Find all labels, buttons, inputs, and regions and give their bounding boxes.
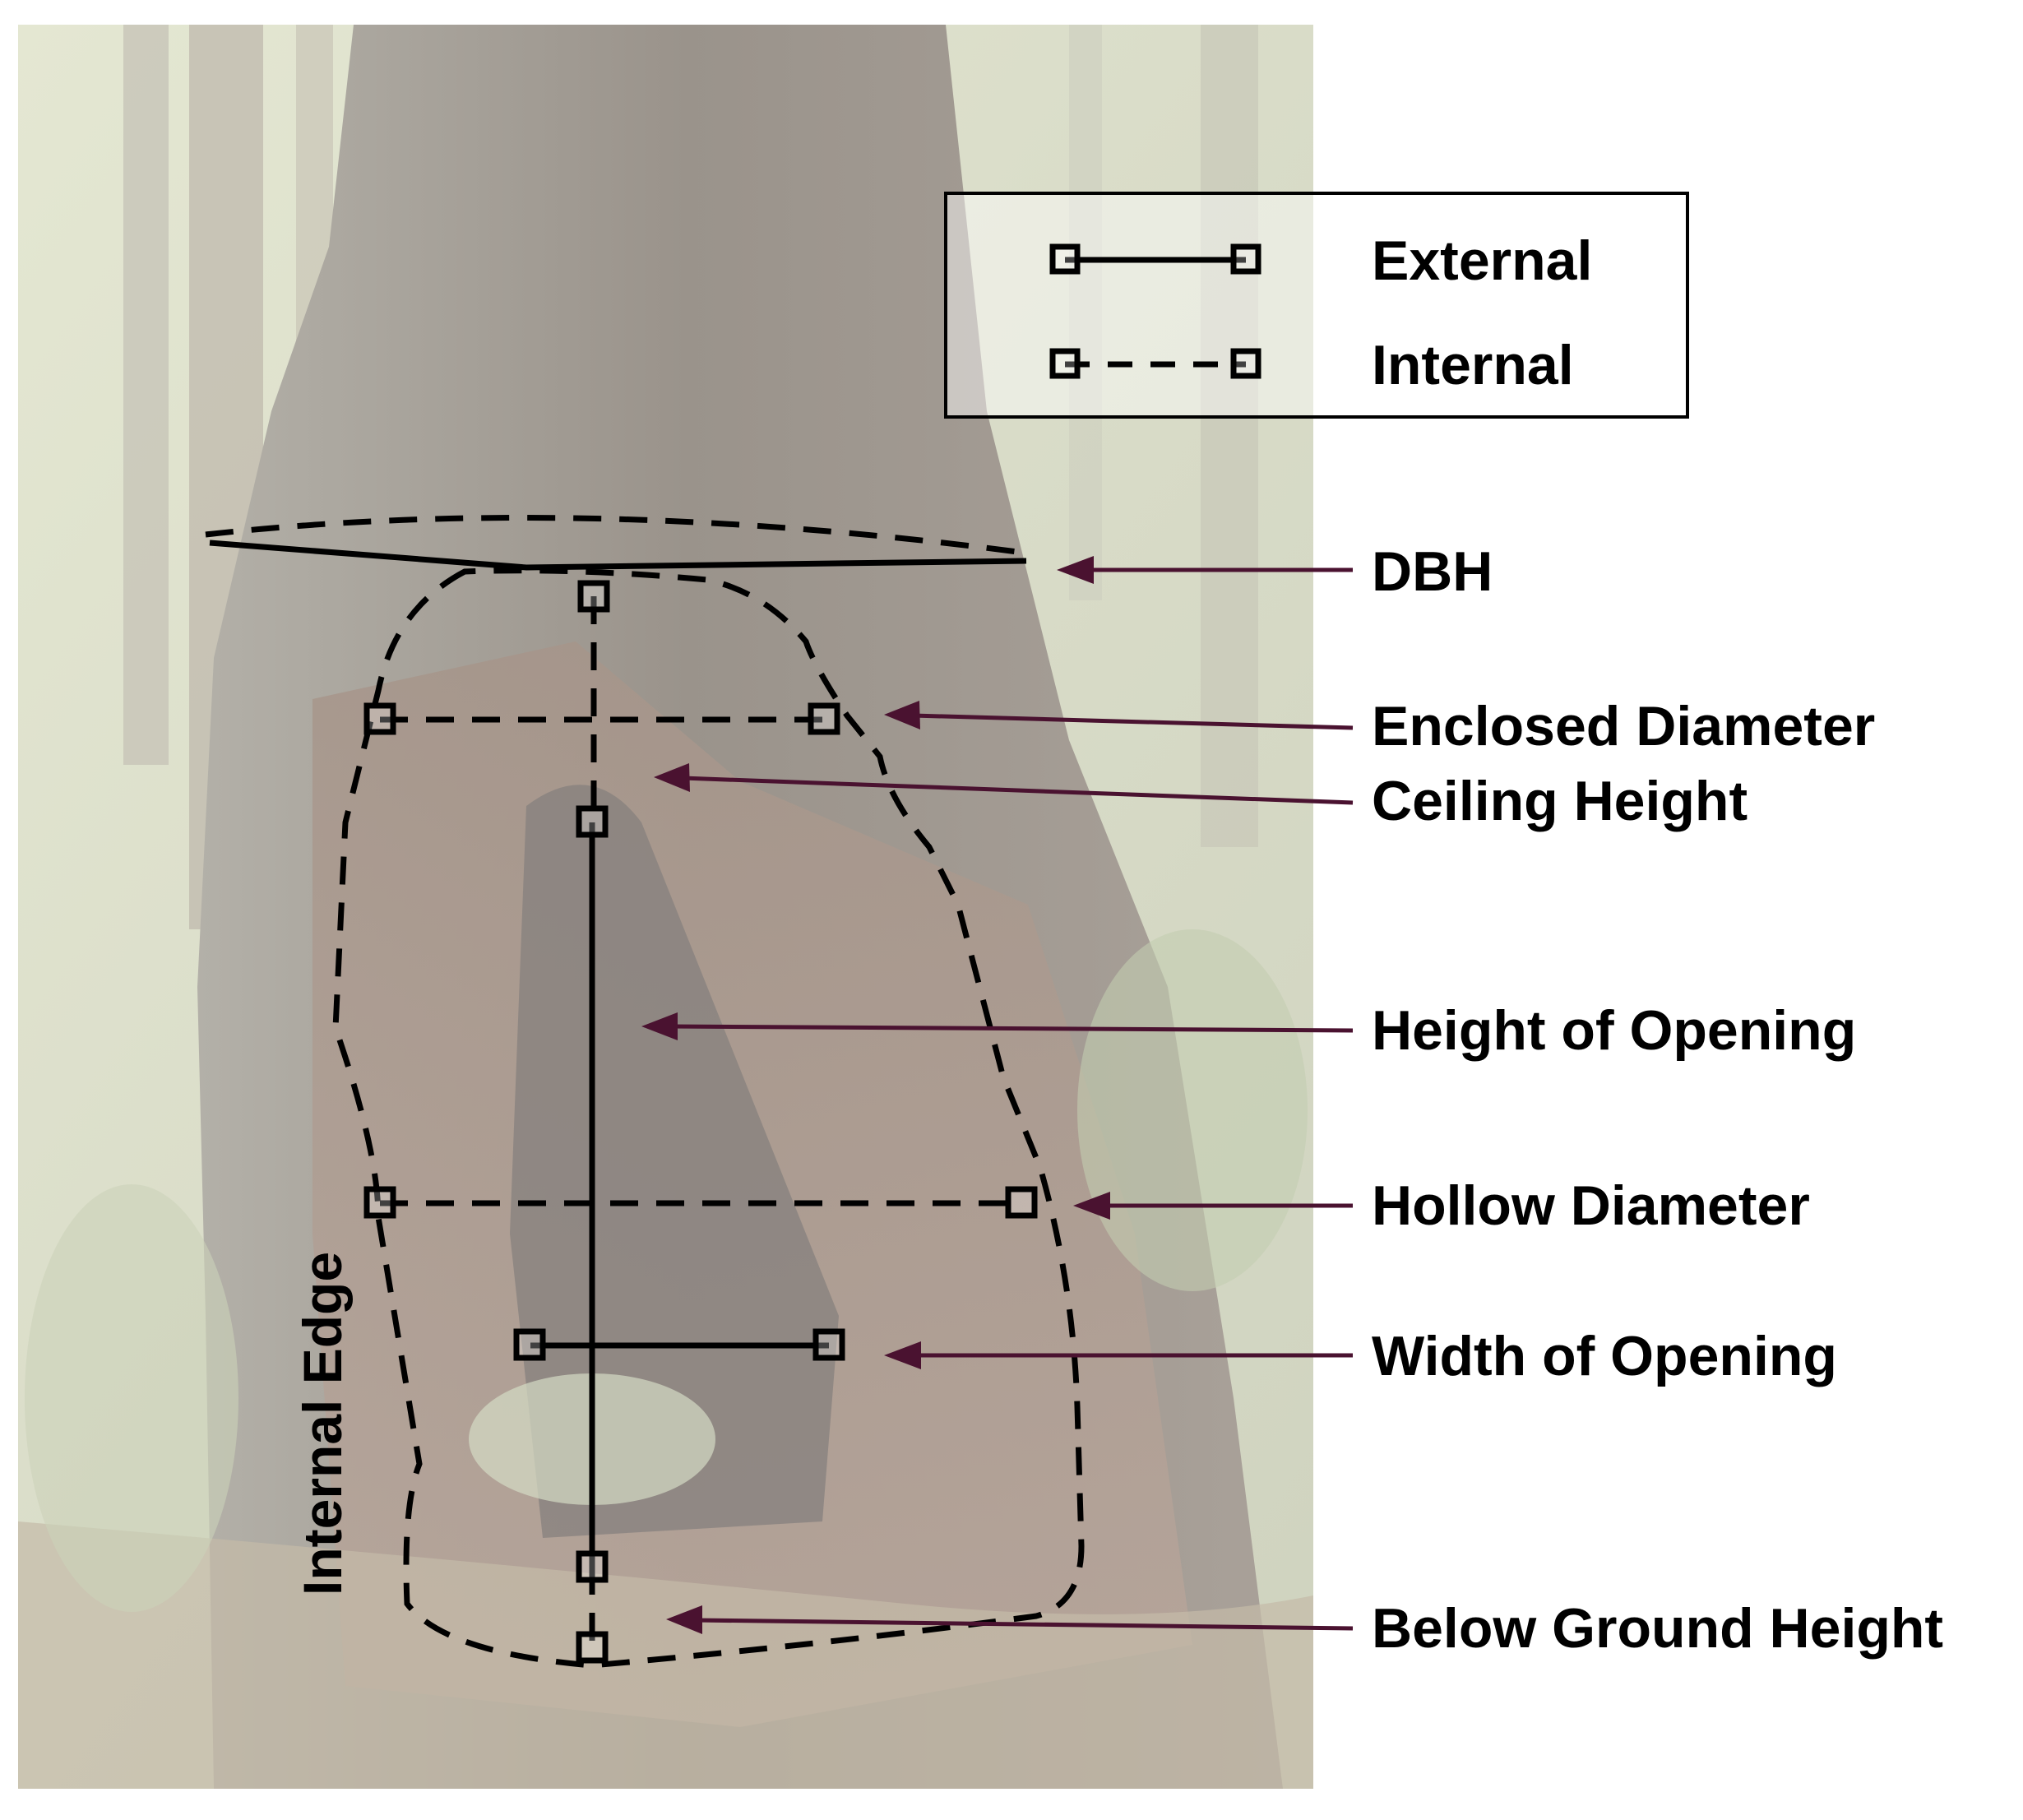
width-of-opening-arrow xyxy=(884,1341,1353,1369)
marker xyxy=(363,1186,396,1219)
height-of-opening-arrow xyxy=(641,1012,1354,1040)
marker xyxy=(576,1550,609,1583)
callout-arrows xyxy=(641,556,1354,1634)
ceiling-height-arrow xyxy=(654,763,1354,805)
marker xyxy=(808,702,840,735)
below-ground-height-arrow xyxy=(666,1605,1354,1634)
legend-external-label: External xyxy=(1372,229,1592,292)
enclosed-diameter-label: Enclosed Diameter xyxy=(1372,695,1875,757)
dbh-internal-line xyxy=(205,515,1025,556)
marker xyxy=(1005,1186,1038,1219)
marker xyxy=(577,580,610,613)
hollow-diameter-label: Hollow Diameter xyxy=(1372,1174,1810,1237)
below-ground-height-label: Below Ground Height xyxy=(1372,1597,1943,1660)
legend: External Internal xyxy=(944,192,1689,419)
dbh-external-line xyxy=(209,540,1027,571)
height-of-opening-label: Height of Opening xyxy=(1372,999,1856,1062)
endpoint-markers xyxy=(363,580,1038,1664)
internal-edge-outline xyxy=(332,567,1085,1669)
hollow-diameter-arrow xyxy=(1073,1192,1353,1220)
legend-external-swatch xyxy=(1049,243,1261,275)
width-of-opening-label: Width of Opening xyxy=(1372,1325,1837,1387)
marker xyxy=(513,1328,546,1361)
dbh-arrow xyxy=(1057,556,1353,584)
enclosed-diameter-arrow xyxy=(884,701,1354,730)
marker xyxy=(576,1631,609,1664)
marker xyxy=(812,1328,845,1361)
marker xyxy=(363,702,396,735)
ceiling-height-label: Ceiling Height xyxy=(1372,770,1748,832)
legend-frame xyxy=(944,192,1689,419)
internal-edge-label: Internal Edge xyxy=(292,1252,353,1595)
legend-internal-swatch xyxy=(1049,348,1261,379)
marker xyxy=(576,805,609,838)
dbh-label: DBH xyxy=(1372,540,1493,603)
measurement-labels: DBH Enclosed Diameter Ceiling Height Hei… xyxy=(1372,540,1943,1660)
legend-internal-label: Internal xyxy=(1372,334,1574,396)
